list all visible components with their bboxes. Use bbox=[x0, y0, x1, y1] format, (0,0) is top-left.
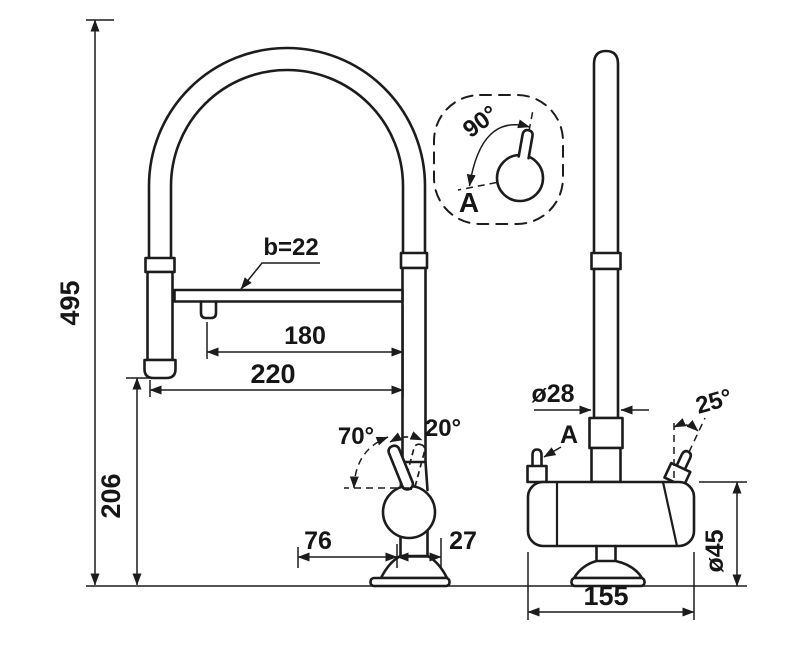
detail-90-label: 90° bbox=[458, 100, 503, 143]
dim-495-label: 495 bbox=[55, 280, 85, 325]
dim-28-label: ø28 bbox=[531, 380, 574, 408]
base-flange-front bbox=[379, 554, 449, 580]
front-view bbox=[143, 46, 451, 588]
handle-lever bbox=[387, 444, 415, 491]
angle-70-label: 70° bbox=[338, 423, 374, 450]
spout-collar bbox=[588, 416, 624, 450]
hose-inner-outline bbox=[169, 68, 405, 262]
side-base-neck bbox=[595, 544, 617, 564]
column-band bbox=[399, 251, 429, 270]
side-handle-left-base bbox=[526, 464, 548, 484]
hose-outer-outline bbox=[147, 46, 427, 262]
side-body-diagonal-seam bbox=[661, 480, 679, 548]
detail-border bbox=[433, 94, 564, 225]
spray-head-collar bbox=[144, 256, 176, 274]
side-handle-right-pin bbox=[675, 449, 693, 471]
angle-20-label: 20° bbox=[425, 415, 461, 442]
angle-25-label: 25° bbox=[693, 384, 735, 420]
hose-holder-hook bbox=[199, 300, 218, 320]
detail-angle-arc-90 bbox=[466, 119, 530, 187]
dim-b22-label: b=22 bbox=[263, 234, 318, 261]
spray-head-body bbox=[146, 270, 174, 362]
side-handle-right bbox=[663, 449, 693, 488]
side-view bbox=[526, 49, 696, 588]
dim-206-label: 206 bbox=[96, 473, 126, 518]
leader-b22 bbox=[240, 262, 320, 290]
dim-27-label: 27 bbox=[449, 527, 477, 555]
dim-220-label: 220 bbox=[250, 359, 295, 389]
handle-lever-shape bbox=[387, 444, 415, 491]
detail-pin bbox=[517, 128, 534, 160]
front-dimensions: 495 206 b=22 180 220 70° 20° 76 27 bbox=[55, 19, 477, 586]
spout-band bbox=[590, 251, 622, 271]
dim-45-label: ø45 bbox=[701, 529, 729, 572]
column-body bbox=[401, 266, 427, 464]
handle-sphere bbox=[381, 484, 437, 540]
dim-155-label: 155 bbox=[583, 581, 628, 611]
hose-holder-bar bbox=[173, 288, 404, 303]
section-a-label: A bbox=[560, 421, 578, 449]
detail-a-view: 90° A bbox=[433, 94, 564, 225]
angle-arc-25 bbox=[673, 418, 699, 432]
detail-knob bbox=[495, 153, 545, 203]
side-body bbox=[526, 480, 696, 548]
detail-a-label: A bbox=[459, 187, 479, 218]
dim-180-label: 180 bbox=[284, 322, 326, 350]
spout-tube bbox=[592, 267, 620, 420]
detail-swing-line bbox=[457, 177, 521, 191]
leader-section-a bbox=[543, 446, 562, 458]
angle-ref-lever-axis bbox=[688, 417, 706, 453]
side-handle-left-pin bbox=[531, 448, 543, 468]
spout-tube-top bbox=[592, 49, 620, 256]
angle-arc-70 bbox=[349, 436, 389, 489]
base-plinth-front bbox=[369, 576, 451, 588]
angle-arc-20 bbox=[389, 431, 423, 443]
dim-76-label: 76 bbox=[304, 527, 332, 555]
spray-head-cap bbox=[143, 358, 177, 380]
base-flange-side bbox=[572, 559, 644, 580]
spout-lower bbox=[590, 446, 622, 484]
detail-pin-shape bbox=[517, 128, 534, 160]
